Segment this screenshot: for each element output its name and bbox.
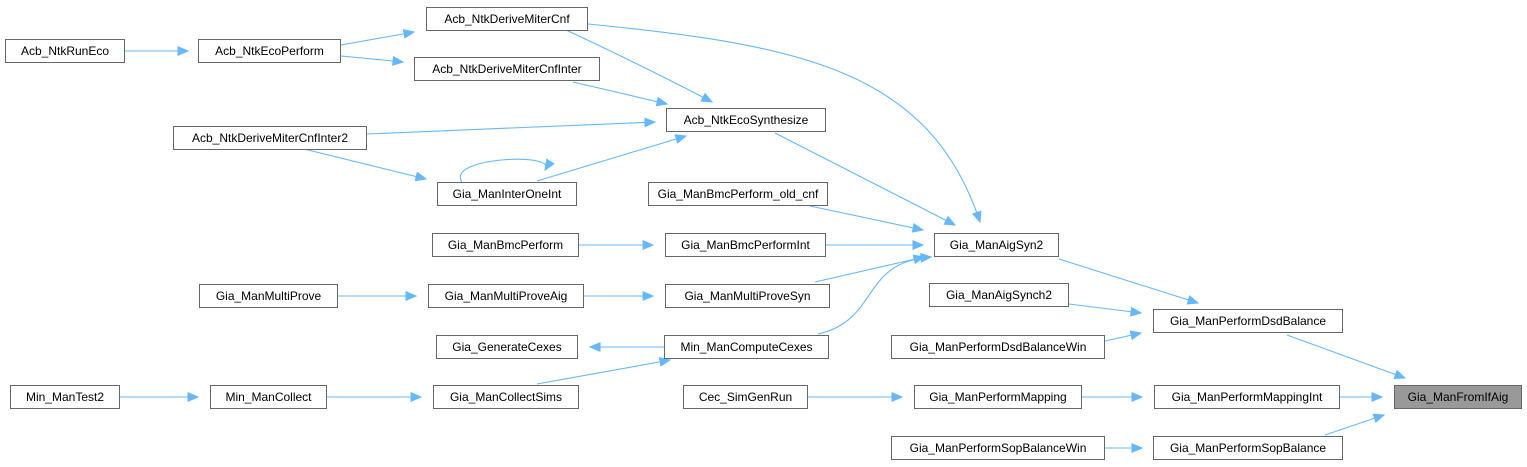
edge-synch2-dsdbal <box>1068 303 1142 314</box>
edge-interone-interone-arrowhead <box>544 158 555 172</box>
node-gia-man-multi-prove-syn[interactable]: Gia_ManMultiProveSyn <box>665 284 830 308</box>
node-gia-man-perform-sop-balance-win[interactable]: Gia_ManPerformSopBalanceWin <box>891 436 1105 460</box>
edge-dsdwin-dsdbal-arrowhead <box>1129 330 1143 341</box>
edge-mincex-gencex-arrowhead <box>588 342 601 352</box>
edge-bmcold-aigsyn2 <box>809 205 924 231</box>
node-gia-man-bmc-perform[interactable]: Gia_ManBmcPerform <box>432 233 579 257</box>
node-min-man-compute-cexes[interactable]: Min_ManComputeCexes <box>664 335 829 359</box>
edge-dmcnfi-ecosyn <box>572 81 668 105</box>
node-gia-man-bmc-perform-int[interactable]: Gia_ManBmcPerformInt <box>665 233 826 257</box>
edge-interone-ecosyn-arrowhead <box>674 134 688 144</box>
node-gia-man-perform-mapping[interactable]: Gia_ManPerformMapping <box>914 385 1082 409</box>
edge-ecosyn-aigsyn2-arrowhead <box>943 215 957 226</box>
edge-multiaig-multisyn-arrowhead <box>642 291 655 301</box>
edge-dmcnfi-ecosyn-arrowhead <box>655 96 669 107</box>
node-acb-ntk-eco-synthesize[interactable]: Acb_NtkEcoSynthesize <box>666 108 826 132</box>
node-gia-man-aig-syn2[interactable]: Gia_ManAigSyn2 <box>934 233 1059 257</box>
edge-dmcnf-aigsyn2 <box>587 23 981 223</box>
edge-dmcnfi2-interone <box>299 147 427 180</box>
edge-dmcnfi2-interone-arrowhead <box>414 171 428 182</box>
edge-ecosyn-aigsyn2 <box>774 132 956 226</box>
edge-mincex-aigsyn2-arrowhead <box>920 252 933 263</box>
node-min-man-collect[interactable]: Min_ManCollect <box>210 385 327 409</box>
edge-interone-interone <box>459 158 547 183</box>
edge-interone-ecosyn <box>536 135 687 182</box>
edge-sopbal-fromif-arrowhead <box>1372 413 1386 424</box>
edge-mapping-mapint-arrowhead <box>1131 392 1144 402</box>
node-gia-man-multi-prove-aig[interactable]: Gia_ManMultiProveAig <box>428 284 584 308</box>
edge-ecoperf-dmcnf-arrowhead <box>402 28 416 39</box>
edge-aigsyn2-dsdbal <box>1058 258 1199 304</box>
edge-dmcnf-ecosyn-arrowhead <box>700 92 714 103</box>
edge-dmcnf-ecosyn <box>565 29 713 103</box>
edge-aigsyn2-dsdbal-arrowhead <box>1186 295 1200 305</box>
edge-bmcold-aigsyn2-arrowhead <box>911 222 925 233</box>
node-gia-man-aig-synch2[interactable]: Gia_ManAigSynch2 <box>929 283 1069 307</box>
edge-ecoperf-dmcnf <box>340 31 415 46</box>
edge-mincex-aigsyn2 <box>817 256 932 335</box>
edge-dsdbal-fromif-arrowhead <box>1393 369 1407 380</box>
node-gia-man-perform-dsd-balance[interactable]: Gia_ManPerformDsdBalance <box>1153 309 1343 333</box>
node-acb-ntk-derive-miter-cnf[interactable]: Acb_NtkDeriveMiterCnf <box>426 7 588 31</box>
edge-multisyn-aigsyn2 <box>814 256 925 283</box>
node-gia-man-collect-sims[interactable]: Gia_ManCollectSims <box>433 385 579 409</box>
edge-dmcnfi2-ecosyn-arrowhead <box>644 117 657 128</box>
edge-ecoperf-dmcnfi-arrowhead <box>392 56 405 66</box>
edge-collect-collsims-arrowhead <box>410 392 423 402</box>
node-gia-man-inter-one-int[interactable]: Gia_ManInterOneInt <box>437 182 577 206</box>
node-cec-sim-gen-run[interactable]: Cec_SimGenRun <box>683 385 808 409</box>
node-gia-man-from-if-aig[interactable]: Gia_ManFromIfAig <box>1394 385 1522 409</box>
edge-dmcnf-aigsyn2-arrowhead <box>971 210 982 224</box>
node-acb-ntk-run-eco[interactable]: Acb_NtkRunEco <box>5 39 125 63</box>
node-min-man-test2[interactable]: Min_ManTest2 <box>10 385 120 409</box>
edge-runeco-ecoperf-arrowhead <box>177 46 190 56</box>
edge-dsdbal-fromif <box>1286 334 1406 379</box>
node-gia-generate-cexes[interactable]: Gia_GenerateCexes <box>436 335 578 359</box>
node-gia-man-perform-dsd-balance-win[interactable]: Gia_ManPerformDsdBalanceWin <box>891 335 1105 359</box>
node-gia-man-bmc-perform-old-cnf[interactable]: Gia_ManBmcPerform_old_cnf <box>648 182 828 206</box>
node-gia-man-perform-sop-balance[interactable]: Gia_ManPerformSopBalance <box>1153 436 1343 460</box>
edge-simgen-mapping-arrowhead <box>891 392 904 402</box>
edge-sopwin-sopbal-arrowhead <box>1131 443 1144 453</box>
node-gia-man-multi-prove[interactable]: Gia_ManMultiProve <box>199 284 338 308</box>
edge-dmcnfi2-ecosyn <box>366 121 656 135</box>
edge-bmcperf-bmcint-arrowhead <box>642 240 655 250</box>
edge-synch2-dsdbal-arrowhead <box>1129 306 1143 317</box>
edge-collsims-mincex <box>536 359 671 385</box>
node-gia-man-perform-mapping-int[interactable]: Gia_ManPerformMappingInt <box>1154 385 1340 409</box>
edge-test2-collect-arrowhead <box>187 392 200 402</box>
edge-multiprove-multiaig-arrowhead <box>405 291 418 301</box>
edge-mapint-fromif-arrowhead <box>1371 392 1384 402</box>
node-acb-ntk-eco-perform[interactable]: Acb_NtkEcoPerform <box>198 39 341 63</box>
node-acb-ntk-derive-miter-cnf-inter2[interactable]: Acb_NtkDeriveMiterCnfInter2 <box>173 126 367 150</box>
node-acb-ntk-derive-miter-cnf-inter[interactable]: Acb_NtkDeriveMiterCnfInter <box>414 57 600 81</box>
edge-bmcint-aigsyn2-arrowhead <box>912 240 925 250</box>
